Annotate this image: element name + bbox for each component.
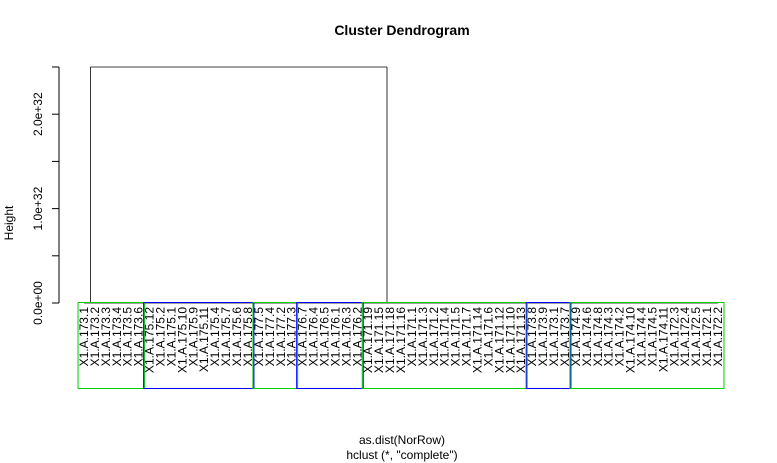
leaf-label: X1.A.175.8 [241,307,255,367]
leaf-label: X1.A.174.10 [624,307,638,373]
leaf-label: X1.A.171.4 [438,307,452,367]
leaf-label: X1.A.177.4 [263,307,277,367]
y-axis-label: Height [2,205,16,240]
cluster-rect-3 [252,302,299,389]
leaf-label: X1.A.174.9 [569,307,583,367]
leaf-label: X1.A.171.5 [449,307,463,367]
x-axis-sublabel: hclust (*, "complete") [346,448,457,462]
leaf-label: X1.A.173.1 [547,307,561,367]
cluster-rect-2 [143,302,255,389]
leaf-label: X1.A.175.9 [186,307,200,367]
leaf-label: X1.A.171.1 [405,307,419,367]
leaf-label: X1.A.171.15 [372,307,386,373]
leaf-label: X1.A.175.6 [230,307,244,367]
y-axis: 0.0e+00 1.0e+32 2.0e+32 [31,66,60,325]
leaf-label: X1.A.171.13 [514,307,528,373]
leaf-label: X1.A.172.3 [667,307,681,367]
leaf-label: X1.A.173.6 [132,307,146,367]
leaf-label: X1.A.177.5 [252,307,266,367]
leaf-label: X1.A.176.7 [296,307,310,367]
leaf-label: X1.A.177.3 [285,307,299,367]
leaf-label: X1.A.171.14 [471,307,485,373]
y-tick-label: 1.0e+32 [31,186,45,230]
leaf-label: X1.A.175.10 [175,307,189,373]
cluster-rects [77,302,725,389]
leaf-label: X1.A.172.1 [700,307,714,367]
leaf-label: X1.A.176.5 [317,307,331,367]
cluster-rect-5 [361,302,528,389]
cluster-rect-4 [296,302,364,389]
leaf-label: X1.A.174.3 [602,307,616,367]
leaf-label: X1.A.172.4 [678,307,692,367]
leaf-label: X1.A.174.4 [634,307,648,367]
leaf-label: X1.A.171.2 [427,307,441,367]
leaf-label: X1.A.173.8 [525,307,539,367]
leaf-label: X1.A.173.9 [536,307,550,367]
leaf-labels: X1.A.173.1X1.A.173.2X1.A.173.3X1.A.173.4… [77,307,725,373]
leaf-label: X1.A.175.2 [154,307,168,367]
leaf-label: X1.A.171.6 [481,307,495,367]
leaf-label: X1.A.175.7 [219,307,233,367]
leaf-label: X1.A.171.18 [383,307,397,373]
leaf-label: X1.A.177.2 [274,307,288,367]
leaf-label: X1.A.173.4 [110,307,124,367]
leaf-label: X1.A.173.7 [558,307,572,367]
leaf-label: X1.A.175.1 [164,307,178,367]
y-tick-label: 0.0e+00 [31,281,45,325]
leaf-label: X1.A.171.7 [460,307,474,367]
cluster-rect-6 [525,302,572,389]
y-tick-label: 2.0e+32 [31,92,45,136]
leaf-label: X1.A.171.19 [361,307,375,373]
leaf-label: X1.A.173.5 [121,307,135,367]
leaf-label: X1.A.171.12 [492,307,506,373]
leaf-label: X1.A.173.2 [88,307,102,367]
x-axis-label: as.dist(NorRow) [359,433,445,447]
chart-title: Cluster Dendrogram [334,22,469,38]
leaf-label: X1.A.174.11 [656,307,670,372]
leaf-label: X1.A.173.3 [99,307,113,367]
leaf-label: X1.A.173.1 [77,307,91,367]
leaf-label: X1.A.174.8 [591,307,605,367]
leaf-label: X1.A.174.6 [580,307,594,367]
leaf-label: X1.A.175.11 [197,307,211,372]
dendrogram-tree [84,66,718,304]
leaf-label: X1.A.175.4 [208,307,222,367]
leaf-label: X1.A.171.10 [503,307,517,373]
leaf-label: X1.A.176.4 [307,307,321,367]
leaf-label: X1.A.172.5 [689,307,703,367]
leaf-label: X1.A.175.12 [143,307,157,373]
leaf-label: X1.A.172.2 [711,307,725,367]
leaf-label: X1.A.176.2 [350,307,364,367]
cluster-rect-1 [77,302,146,389]
leaf-label: X1.A.176.3 [339,307,353,367]
leaf-label: X1.A.171.3 [416,307,430,367]
cluster-rect-7 [569,302,725,389]
leaf-label: X1.A.176.1 [328,307,342,367]
leaf-label: X1.A.171.16 [394,307,408,373]
leaf-label: X1.A.174.5 [645,307,659,367]
leaf-label: X1.A.174.2 [613,307,627,367]
